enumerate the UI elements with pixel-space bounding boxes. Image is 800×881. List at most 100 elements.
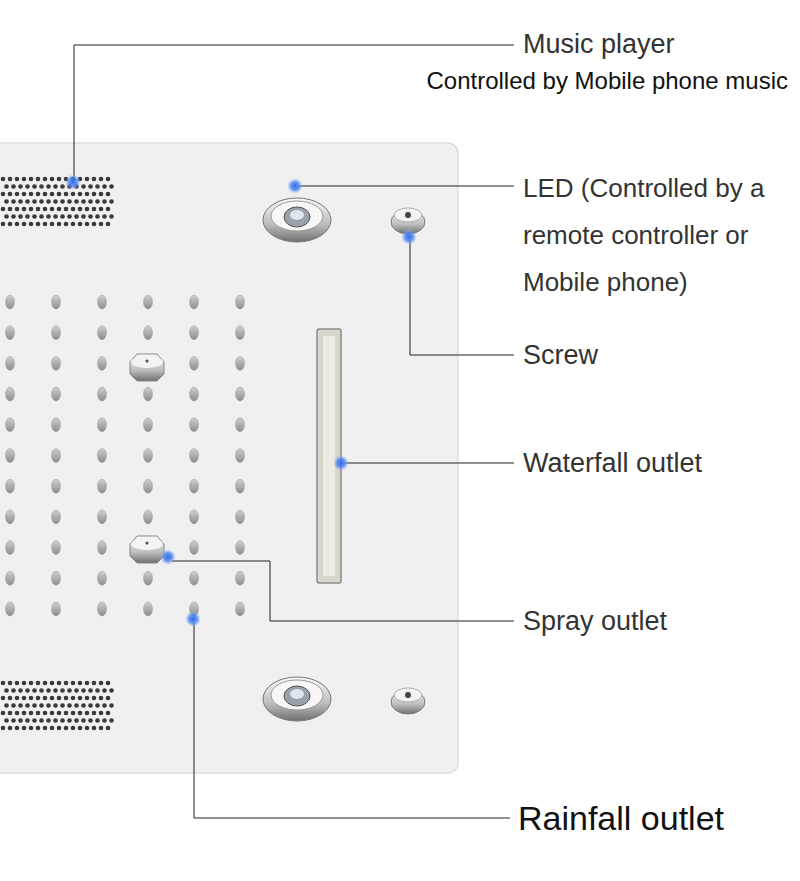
rainfall-nozzle — [190, 418, 199, 432]
grille-hole — [88, 184, 93, 189]
rainfall-nozzle — [190, 541, 199, 555]
grille-hole — [36, 681, 41, 686]
grille-hole — [15, 192, 20, 197]
rainfall-nozzle — [6, 479, 15, 493]
rainfall-nozzle — [52, 295, 61, 309]
grille-hole — [78, 207, 83, 212]
grille-hole — [64, 696, 69, 701]
rainfall-nozzle — [98, 449, 107, 463]
rainfall-nozzle — [98, 356, 107, 370]
part-label: LED (Controlled by a remote controller o… — [523, 165, 785, 306]
grille-hole — [11, 199, 16, 204]
rainfall-nozzle — [52, 479, 61, 493]
grille-hole — [8, 222, 13, 227]
grille-hole — [67, 718, 72, 723]
rainfall-nozzle — [190, 571, 199, 585]
grille-hole — [57, 207, 62, 212]
grille-hole — [29, 696, 34, 701]
grille-hole — [57, 177, 62, 182]
grille-hole — [74, 199, 79, 204]
grille-hole — [95, 688, 100, 693]
grille-hole — [11, 688, 16, 693]
rainfall-nozzle — [236, 295, 245, 309]
rainfall-nozzle — [6, 449, 15, 463]
grille-hole — [8, 681, 13, 686]
grille-hole — [57, 192, 62, 197]
grille-hole — [106, 177, 111, 182]
grille-hole — [39, 703, 44, 708]
part-label: Rainfall outlet — [518, 797, 724, 839]
part-label: Music player — [523, 27, 675, 61]
grille-hole — [57, 711, 62, 716]
rainfall-nozzle — [6, 510, 15, 524]
rainfall-nozzle — [144, 326, 153, 340]
grille-hole — [50, 696, 55, 701]
grille-hole — [22, 696, 27, 701]
grille-hole — [1, 711, 6, 716]
grille-hole — [109, 199, 114, 204]
grille-hole — [99, 711, 104, 716]
grille-hole — [1, 696, 6, 701]
rainfall-nozzle — [6, 387, 15, 401]
grille-hole — [4, 214, 9, 219]
grille-hole — [71, 726, 76, 731]
grille-hole — [102, 718, 107, 723]
grille-hole — [29, 192, 34, 197]
grille-hole — [32, 184, 37, 189]
grille-hole — [81, 199, 86, 204]
grille-hole — [95, 199, 100, 204]
grille-hole — [71, 681, 76, 686]
grille-hole — [99, 726, 104, 731]
grille-hole — [99, 177, 104, 182]
grille-hole — [11, 718, 16, 723]
spray-outlet — [130, 354, 164, 381]
grille-hole — [50, 726, 55, 731]
grille-hole — [78, 222, 83, 227]
grille-hole — [36, 696, 41, 701]
grille-hole — [39, 688, 44, 693]
rainfall-nozzle — [190, 510, 199, 524]
grille-hole — [29, 222, 34, 227]
grille-hole — [53, 718, 58, 723]
grille-hole — [106, 207, 111, 212]
grille-hole — [64, 207, 69, 212]
grille-hole — [8, 696, 13, 701]
grille-hole — [36, 726, 41, 731]
grille-hole — [8, 177, 13, 182]
grille-hole — [25, 184, 30, 189]
grille-hole — [88, 199, 93, 204]
grille-hole — [74, 688, 79, 693]
rainfall-nozzle — [144, 602, 153, 616]
grille-hole — [1, 222, 6, 227]
grille-hole — [57, 222, 62, 227]
grille-hole — [85, 177, 90, 182]
rainfall-nozzle — [144, 418, 153, 432]
grille-hole — [11, 214, 16, 219]
grille-hole — [81, 718, 86, 723]
grille-hole — [46, 718, 51, 723]
rainfall-nozzle — [144, 571, 153, 585]
grille-hole — [1, 681, 6, 686]
grille-hole — [85, 681, 90, 686]
rainfall-nozzle — [52, 602, 61, 616]
grille-hole — [4, 688, 9, 693]
grille-hole — [25, 703, 30, 708]
grille-hole — [92, 222, 97, 227]
spray-outlet — [130, 536, 164, 563]
rainfall-nozzle — [52, 449, 61, 463]
grille-hole — [39, 184, 44, 189]
grille-hole — [67, 688, 72, 693]
panel-plate — [0, 143, 458, 773]
rainfall-nozzle — [98, 387, 107, 401]
grille-hole — [95, 214, 100, 219]
grille-hole — [64, 681, 69, 686]
grille-hole — [50, 177, 55, 182]
grille-hole — [43, 177, 48, 182]
grille-hole — [64, 222, 69, 227]
grille-hole — [15, 711, 20, 716]
grille-hole — [81, 688, 86, 693]
grille-hole — [50, 711, 55, 716]
rainfall-nozzle — [144, 479, 153, 493]
grille-hole — [57, 726, 62, 731]
grille-hole — [53, 199, 58, 204]
